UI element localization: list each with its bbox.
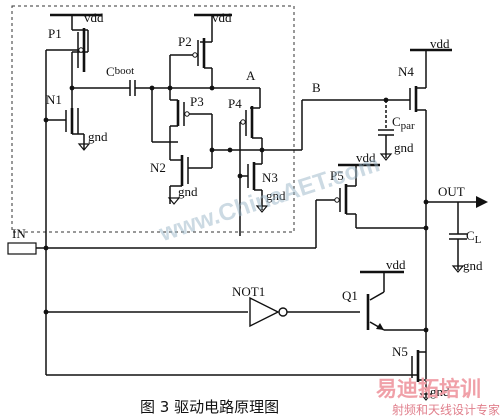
inverter-not1 [249,296,360,328]
transistor-n4 [409,48,452,380]
p1-label: P1 [48,26,62,41]
p5-label: P5 [330,168,344,183]
cpar-subscript: par [401,120,415,132]
out-label: OUT [438,184,465,199]
transistor-p4 [239,106,263,236]
output-arrow [476,196,488,208]
transistor-p2 [169,13,232,88]
vdd-label-p5: vdd [356,150,376,165]
n3-label: N3 [262,170,278,185]
driver-boundary [11,5,295,233]
vdd-label-q1: vdd [386,257,406,272]
not1-label: NOT1 [232,284,265,299]
gnd-label-n5: gnd [430,384,450,399]
transistor-p5 [316,163,426,229]
transistor-q1 [360,270,426,331]
node-a-label: A [246,68,256,83]
capacitor-cboot [124,80,160,96]
capacitor-cl [449,202,467,273]
n4-label: N4 [398,64,414,79]
vdd-label-p2: vdd [212,10,232,25]
figure-caption: 图 3 驱动电路原理图 [140,398,279,416]
brand-name: 易迪拓培训 [376,377,481,401]
p4-label: P4 [228,96,242,111]
cl-letter: C [466,228,475,243]
n1-label: N1 [46,92,62,107]
transistor-n1 [46,88,91,151]
p3-label: P3 [190,94,204,109]
transistor-p3 [151,88,213,160]
cpar-letter: C [392,114,401,129]
capacitor-cpar [378,100,394,161]
brand-tagline: 射频和天线设计专家 [392,402,500,417]
n5-label: N5 [392,344,408,359]
cl-subscript: L [475,234,482,246]
in-label: IN [12,226,26,241]
n2-label: N2 [150,160,166,175]
gnd-label-n3: gnd [266,188,286,203]
cl-label: CL [466,228,482,246]
vdd-label-n4: vdd [430,36,450,51]
gnd-label-cpar: gnd [394,140,414,155]
cpar-label: Cpar [392,114,415,132]
cboot-letter: C [106,64,115,79]
p2-label: P2 [178,34,192,49]
transistor-n5 [411,350,433,401]
gnd-label-cl: gnd [463,258,483,273]
cboot-subscript: boot [115,65,135,77]
junction-dots [43,85,429,333]
gnd-label-n1: gnd [88,129,108,144]
transistor-p1 [46,13,102,88]
input-port [7,242,37,255]
node-b-label: B [312,80,321,95]
q1-label: Q1 [342,288,358,303]
cboot-label: Cboot [106,64,134,79]
brand-logo: 易迪拓培训 射频和天线设计专家 [376,377,500,417]
vdd-label-p1: vdd [84,10,104,25]
transistor-n2 [167,150,213,205]
gnd-label-n2: gnd [178,184,198,199]
